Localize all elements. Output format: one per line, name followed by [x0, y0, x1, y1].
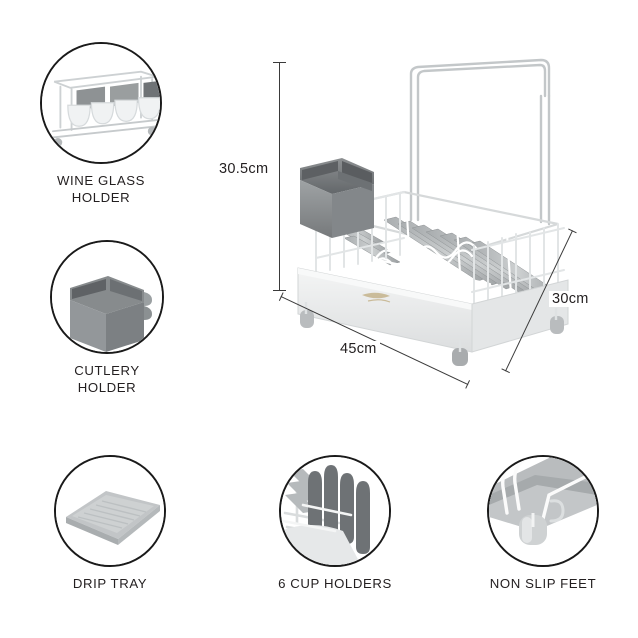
feature-label-non-slip-feet: NON SLIP FEET [489, 576, 597, 591]
cup-holders-icon [279, 455, 391, 567]
foot-shape [519, 515, 547, 545]
feature-non-slip-feet: NON SLIP FEET [478, 455, 608, 593]
product-illustration [276, 52, 596, 382]
drip-tray-icon [54, 455, 166, 567]
feature-label-wine-glass-holder: WINE GLASS HOLDER [56, 173, 146, 205]
feature-label-cutlery-holder: CUTLERY HOLDER [74, 363, 140, 395]
feature-cup-holders: 6 CUP HOLDERS [275, 455, 395, 593]
height-cap-top [273, 62, 286, 63]
cutlery-holder-on-rack [300, 158, 374, 238]
wine-glass-rail [409, 58, 551, 226]
height-cap-bottom [273, 290, 286, 291]
width-dimension-label: 45cm [337, 341, 380, 357]
wine-glass-holder-icon [40, 42, 162, 164]
feature-drip-tray: DRIP TRAY [50, 455, 170, 593]
non-slip-feet [300, 302, 564, 366]
feature-label-drip-tray: DRIP TRAY [72, 576, 148, 591]
feature-cutlery-holder: CUTLERY HOLDER [45, 240, 169, 397]
feature-wine-glass-holder: WINE GLASS HOLDER [40, 42, 162, 207]
cutlery-holder-icon [50, 240, 164, 354]
height-dimension-line [279, 62, 280, 290]
basket-wire-wall-right [471, 223, 565, 315]
feature-label-cup-holders: 6 CUP HOLDERS [278, 576, 392, 591]
brand-logo [362, 292, 391, 303]
drip-tray-front [297, 267, 473, 353]
non-slip-feet-icon [487, 455, 599, 567]
height-dimension-label: 30.5cm [216, 161, 272, 177]
depth-dimension-label: 30cm [549, 291, 592, 307]
drip-tray-side [471, 279, 569, 353]
